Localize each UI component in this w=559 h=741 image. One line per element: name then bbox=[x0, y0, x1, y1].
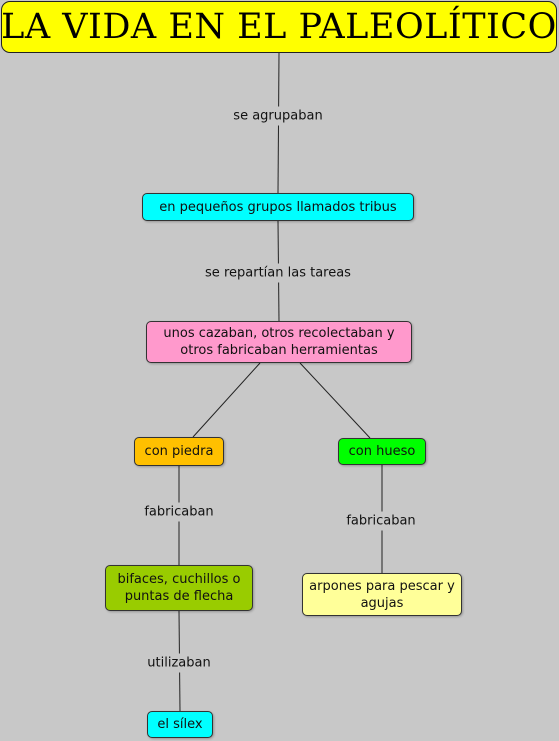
node-con-piedra[interactable]: con piedra bbox=[134, 437, 224, 466]
link-label-se-agrupaban: se agrupaban bbox=[230, 106, 326, 126]
node-silex[interactable]: el sílex bbox=[147, 711, 213, 738]
node-con-hueso[interactable]: con hueso bbox=[338, 438, 426, 465]
link-label-utilizaban: utilizaban bbox=[144, 653, 214, 673]
link-label-fabricaban-piedra: fabricaban bbox=[141, 502, 217, 522]
node-bifaces[interactable]: bifaces, cuchillos o puntas de flecha bbox=[105, 565, 253, 611]
node-arpones[interactable]: arpones para pescar y agujas bbox=[302, 573, 462, 616]
connector-tareas-hueso bbox=[299, 362, 371, 439]
node-tribus[interactable]: en pequeños grupos llamados tribus bbox=[142, 193, 414, 221]
node-tareas[interactable]: unos cazaban, otros recolectaban y otros… bbox=[146, 321, 412, 363]
link-label-se-repartian: se repartían las tareas bbox=[202, 263, 354, 283]
connector-tareas-piedra bbox=[192, 362, 261, 438]
link-label-fabricaban-hueso: fabricaban bbox=[343, 511, 419, 531]
map-title: LA VIDA EN EL PALEOLÍTICO bbox=[1, 1, 557, 53]
